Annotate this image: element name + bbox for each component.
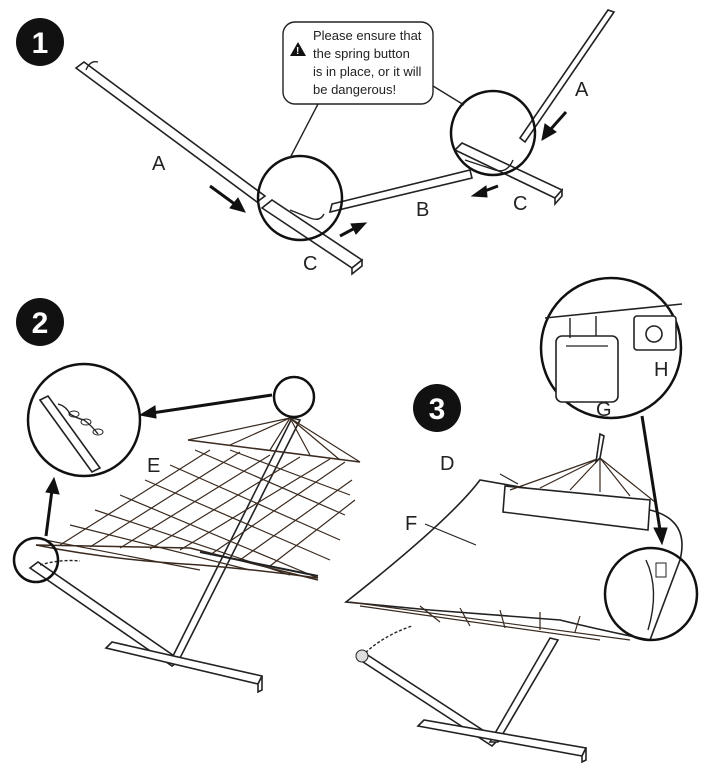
leader-d	[499, 473, 519, 485]
arrow-accessories-down	[640, 415, 668, 546]
step-3-group: 3	[343, 276, 699, 764]
warning-line-1: Please ensure that	[313, 28, 422, 43]
leader-f	[424, 523, 477, 546]
warning-line-3: is in place, or it will	[313, 64, 421, 79]
step-1-badge: 1	[16, 18, 64, 66]
step-2-badge: 2	[16, 298, 64, 346]
hammock-net-e	[35, 417, 361, 581]
step-2-number: 2	[32, 307, 49, 340]
chain-step-3	[361, 625, 413, 657]
step-3-number: 3	[429, 393, 446, 426]
bag-g	[555, 335, 619, 403]
magnifier-accessories	[539, 276, 683, 420]
base-c-right	[453, 142, 564, 207]
cup-holder-h	[633, 315, 677, 351]
magnifier-chain-detail	[26, 362, 142, 478]
tube-b	[328, 169, 473, 214]
step-1-group: 1 ! Please ensure th	[16, 9, 616, 276]
label-d: D	[440, 453, 454, 475]
accessory-detail-drawing	[544, 303, 683, 403]
warning-line-2: the spring button	[313, 46, 410, 61]
magnifier-small-bottom	[12, 536, 60, 584]
hammock-hook	[594, 432, 605, 465]
label-a-right: A	[575, 79, 589, 101]
chain-detail-drawing	[38, 394, 104, 474]
pillow-d	[502, 457, 656, 531]
arrow-right-in	[541, 111, 568, 141]
arrow-b-in	[339, 222, 368, 238]
arrow-top-to-detail	[138, 393, 273, 419]
label-g: G	[596, 399, 612, 421]
step-3-badge: 3	[413, 384, 461, 432]
tube-a-right	[518, 9, 616, 144]
label-f: F	[405, 513, 417, 535]
label-a-left: A	[152, 153, 166, 175]
warning-callout: ! Please ensure that the spring button i…	[282, 21, 465, 159]
warning-line-4: be dangerous!	[313, 82, 396, 97]
warning-icon	[290, 42, 306, 56]
step-2-group: 2	[12, 298, 361, 694]
pad-clip-detail	[655, 562, 667, 578]
chain-ring	[355, 649, 369, 663]
arrow-b-right	[470, 184, 499, 198]
base-c-left	[260, 199, 364, 276]
arrow-bottom-to-detail	[44, 476, 60, 537]
tube-a-left	[74, 60, 267, 203]
label-c-left: C	[303, 253, 317, 275]
label-h: H	[654, 359, 668, 381]
svg-text:!: !	[296, 46, 299, 57]
magnifier-pad-edge	[603, 546, 699, 642]
step-1-number: 1	[32, 27, 49, 60]
arrow-left-in	[209, 184, 246, 213]
label-c-right: C	[513, 193, 527, 215]
label-e: E	[147, 455, 160, 477]
stand-step-3	[358, 637, 588, 764]
chain-left	[39, 559, 81, 566]
magnifier-left-joint	[256, 154, 344, 242]
pad-edge-detail	[645, 559, 655, 631]
stand-step-2	[28, 417, 302, 694]
magnifier-small-top	[272, 375, 316, 419]
label-b: B	[416, 199, 429, 221]
magnifier-right-joint	[449, 89, 537, 177]
